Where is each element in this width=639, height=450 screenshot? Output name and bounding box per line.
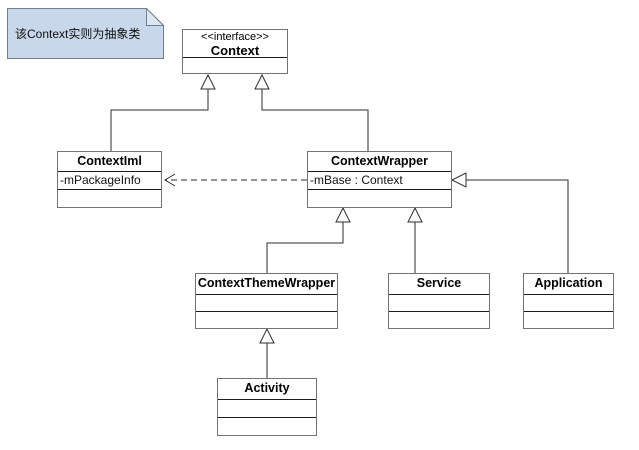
empty-compartment xyxy=(524,311,613,328)
class-box-context: <<interface>> Context xyxy=(182,29,288,74)
class-name: Service xyxy=(416,276,462,290)
note-fold-icon xyxy=(146,8,164,26)
class-box-service: Service xyxy=(388,273,490,329)
stereotype-label: <<interface>> xyxy=(201,31,269,43)
generalization-line-contextwrapper-context xyxy=(261,89,369,151)
class-name: Context xyxy=(210,43,260,58)
note-shape xyxy=(7,8,164,59)
class-name: Application xyxy=(534,276,603,290)
class-name: Activity xyxy=(244,381,290,395)
empty-compartment xyxy=(58,189,161,207)
class-box-contextthemewrapper: ContextThemeWrapper xyxy=(195,273,338,329)
class-box-application: Application xyxy=(523,273,614,329)
class-box-contextiml: ContextIml -mPackageInfo xyxy=(57,151,162,208)
generalization-line-contextthemewrapper-contextwrapper xyxy=(266,222,344,273)
class-title: <<interface>> Context xyxy=(183,30,287,57)
attribute-label: -mPackageInfo xyxy=(58,171,161,189)
empty-compartment xyxy=(183,57,287,73)
empty-compartment xyxy=(389,311,489,328)
generalization-line-contextiml-context xyxy=(110,89,209,151)
class-name: ContextIml xyxy=(77,154,142,168)
note-text: 该Context实则为抽象类 xyxy=(15,27,141,41)
hollow-triangle-icon xyxy=(335,206,351,223)
empty-compartment xyxy=(389,294,489,311)
empty-compartment xyxy=(218,417,316,435)
hollow-triangle-icon xyxy=(200,73,216,90)
generalization-line-application-contextwrapper xyxy=(466,179,569,273)
empty-compartment xyxy=(308,189,451,207)
class-name: ContextThemeWrapper xyxy=(197,276,336,290)
class-box-activity: Activity xyxy=(217,378,317,436)
empty-compartment xyxy=(196,294,337,311)
hollow-triangle-icon xyxy=(259,327,275,344)
empty-compartment xyxy=(218,399,316,417)
hollow-triangle-icon xyxy=(450,172,467,188)
attribute-label: -mBase : Context xyxy=(308,171,451,189)
hollow-triangle-icon xyxy=(407,206,423,223)
open-arrowhead-icon xyxy=(164,173,176,187)
class-box-contextwrapper: ContextWrapper -mBase : Context xyxy=(307,151,452,208)
class-name: ContextWrapper xyxy=(330,154,428,168)
empty-compartment xyxy=(196,311,337,328)
empty-compartment xyxy=(524,294,613,311)
hollow-triangle-icon xyxy=(254,73,270,90)
uml-note: 该Context实则为抽象类 xyxy=(7,8,164,59)
